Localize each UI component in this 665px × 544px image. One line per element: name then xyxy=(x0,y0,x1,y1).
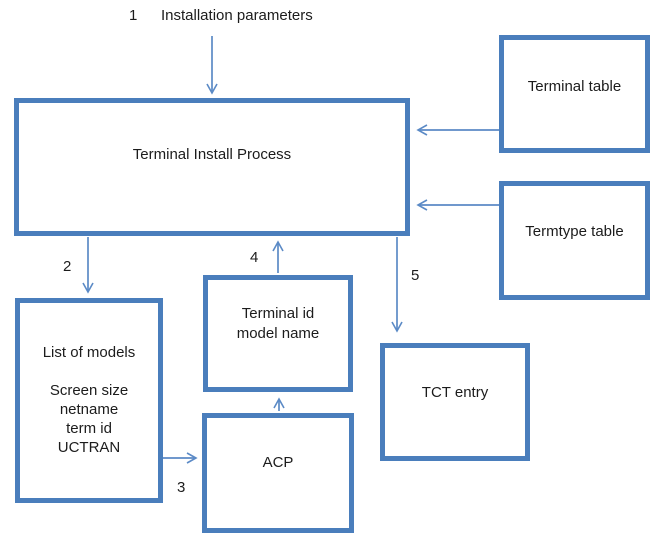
box-termtype-table-label: Termtype table xyxy=(525,223,624,240)
step4-number: 4 xyxy=(250,249,259,266)
box-terminal-install-process-label: Terminal Install Process xyxy=(132,146,292,163)
box-terminal-table: Terminal table xyxy=(499,35,650,153)
step1-label: Installation parameters xyxy=(161,7,313,24)
box-acp: ACP xyxy=(202,413,354,533)
box-list-of-models-line-screen-size: Screen size xyxy=(49,381,129,399)
box-tct-entry: TCT entry xyxy=(380,343,530,461)
box-list-of-models: List of models Screen size netname term … xyxy=(15,298,163,503)
step1-number: 1 xyxy=(129,7,138,24)
box-tct-entry-label: TCT entry xyxy=(421,384,489,401)
step5-number: 5 xyxy=(411,267,420,284)
box-terminal-id-line1: Terminal id xyxy=(241,305,315,322)
box-list-of-models-line-term-id: term id xyxy=(66,419,112,437)
box-termtype-table: Termtype table xyxy=(499,181,650,300)
step3-number: 3 xyxy=(177,479,186,496)
box-terminal-table-label: Terminal table xyxy=(527,78,622,95)
box-list-of-models-line-netname: netname xyxy=(59,400,119,418)
step2-number: 2 xyxy=(63,258,72,275)
box-terminal-id-line2: model name xyxy=(236,325,320,342)
box-acp-label: ACP xyxy=(262,454,294,471)
box-terminal-install-process: Terminal Install Process xyxy=(14,98,410,236)
box-terminal-id-model-name: Terminal id model name xyxy=(203,275,353,392)
box-list-of-models-line-uctran: UCTRAN xyxy=(57,438,121,456)
box-list-of-models-title: List of models xyxy=(42,343,136,361)
